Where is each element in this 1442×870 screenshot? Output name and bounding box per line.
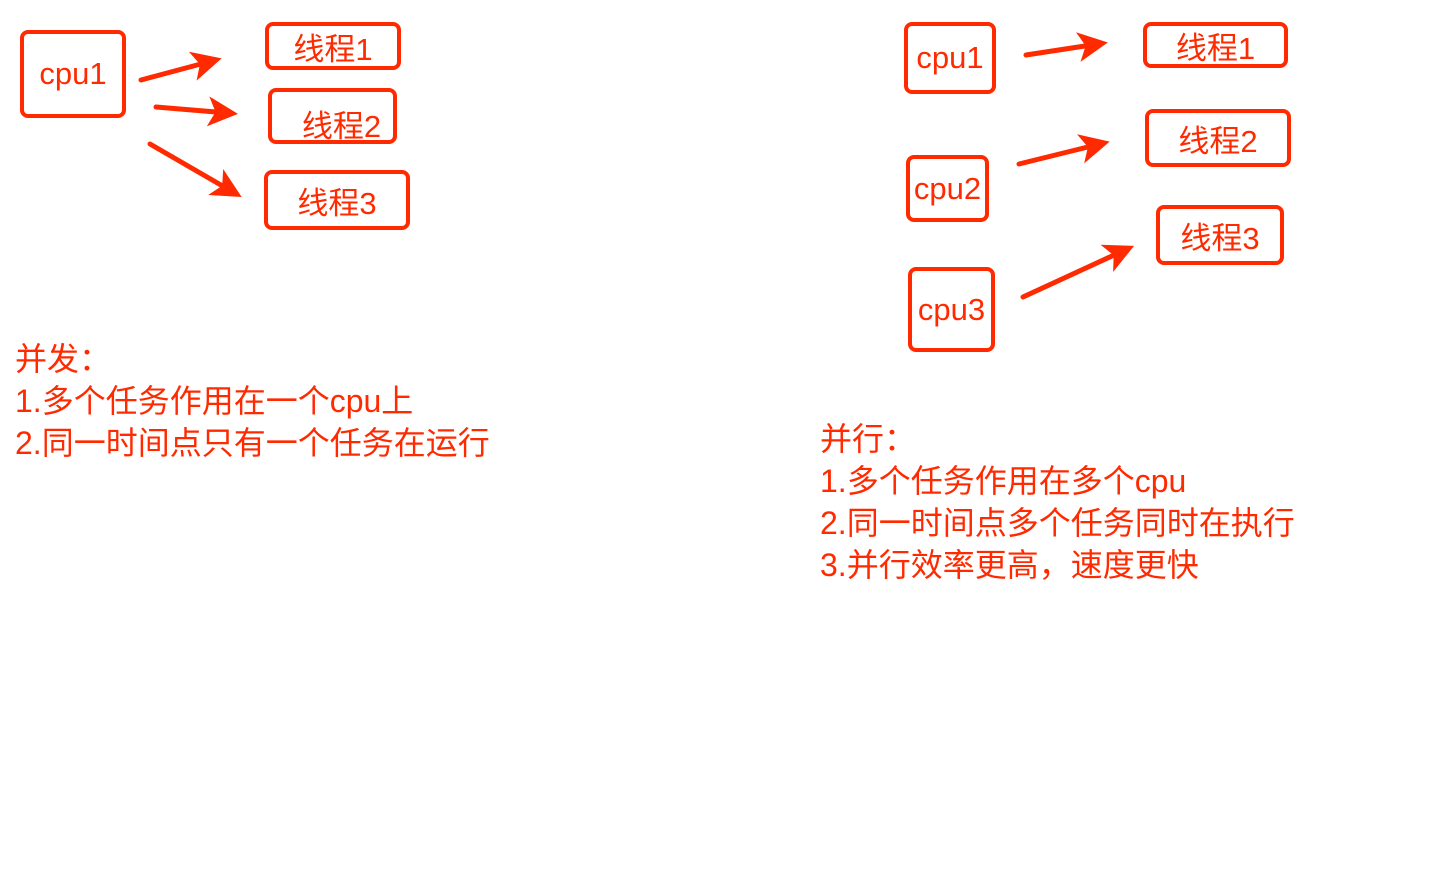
arrow-pcpu1-thread1 <box>1023 32 1108 62</box>
pthread2-box: 线程2 <box>1145 109 1291 167</box>
parallelism-notes: 并行： 1.多个任务作用在多个cpu 2.同一时间点多个任务同时在执行 3.并行… <box>820 418 1295 586</box>
thread-label: 线程1 <box>293 31 373 67</box>
pcpu2-box: cpu2 <box>906 155 989 222</box>
note-line: 1.多个任务作用在一个cpu上 <box>15 383 414 419</box>
arrow-cpu1-thread1 <box>138 51 222 83</box>
arrow-pcpu2-thread2 <box>1016 134 1110 167</box>
thread-label: 线程3 <box>1180 220 1260 256</box>
thread3-box: 线程3 <box>264 170 410 230</box>
cpu-label: cpu1 <box>39 56 107 91</box>
note-line: 2.同一时间点只有一个任务在运行 <box>15 425 490 461</box>
note-line: 2.同一时间点多个任务同时在执行 <box>820 505 1295 541</box>
cpu-label: cpu2 <box>913 170 982 206</box>
concurrency-notes: 并发： 1.多个任务作用在一个cpu上 2.同一时间点只有一个任务在运行 <box>15 338 490 464</box>
pthread1-box: 线程1 <box>1143 22 1288 68</box>
pcpu3-box: cpu3 <box>908 267 995 352</box>
concurrency-title: 并发： <box>15 341 112 377</box>
parallelism-title: 并行： <box>820 421 917 457</box>
pcpu1-box: cpu1 <box>904 22 996 94</box>
pthread3-box: 线程3 <box>1156 205 1284 265</box>
thread2-box: 线程2 <box>268 88 397 144</box>
arrow-cpu1-thread2 <box>153 96 238 127</box>
cpu-label: cpu1 <box>916 40 984 75</box>
thread-label: 线程2 <box>301 108 382 144</box>
thread-label: 线程2 <box>1178 123 1258 159</box>
arrow-cpu1-thread3 <box>147 141 242 198</box>
cpu1-box: cpu1 <box>20 30 126 118</box>
thread1-box: 线程1 <box>265 22 401 70</box>
note-line: 3.并行效率更高，速度更快 <box>820 547 1199 583</box>
note-line: 1.多个任务作用在多个cpu <box>820 463 1187 499</box>
thread-label: 线程1 <box>1175 30 1256 66</box>
cpu-label: cpu3 <box>917 291 986 327</box>
thread-label: 线程3 <box>297 185 377 221</box>
arrow-pcpu3-thread3 <box>1020 244 1135 300</box>
